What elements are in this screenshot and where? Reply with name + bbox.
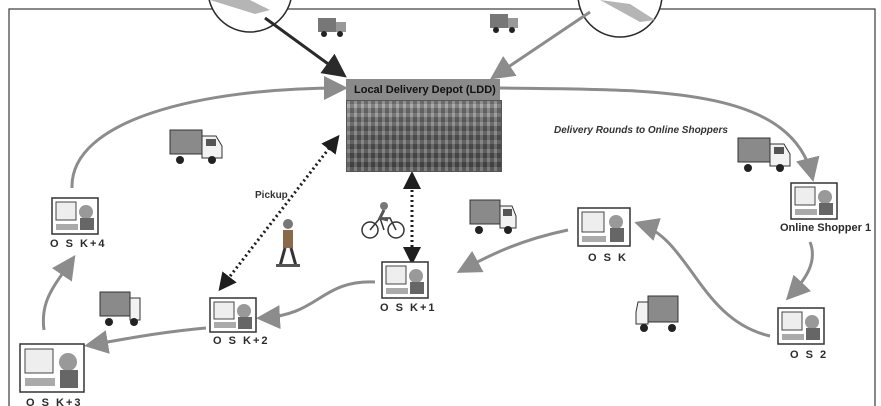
pickup-link-osk2	[218, 134, 340, 292]
delivery-truck-icon	[99, 291, 141, 326]
upstream-hub-left	[208, 0, 292, 33]
shopper-os1-label: Online Shopper 1	[780, 222, 872, 234]
pickup-label: Pickup	[255, 190, 288, 201]
frame	[8, 8, 876, 406]
computer-user-icon	[790, 182, 838, 220]
computer-user-icon	[577, 207, 631, 247]
shopper-osk2-label: O S K+2	[213, 335, 270, 347]
shopper-osk-label: O S K	[588, 252, 628, 264]
delivery-truck-icon	[169, 129, 223, 164]
shopper-os2-label: O S 2	[790, 349, 829, 361]
depot-warehouse-image	[346, 100, 502, 172]
route-osk2-to-osk3	[84, 326, 207, 354]
depot-title: Local Delivery Depot (LDD)	[346, 79, 500, 100]
delivery-truck-icon	[635, 295, 679, 332]
route-osk1-to-osk2	[256, 280, 376, 330]
truck-icon	[318, 18, 346, 37]
delivery-truck-icon	[469, 199, 517, 234]
route-os2-to-osk	[634, 218, 771, 338]
shopper-osk3-label: O S K+3	[26, 397, 83, 406]
inbound-arrow-right	[490, 10, 591, 80]
delivery-truck-icon	[737, 137, 791, 172]
route-depot-to-os1	[499, 86, 820, 182]
computer-user-icon	[19, 343, 85, 393]
route-os1-to-os2	[785, 241, 814, 301]
computer-user-icon	[777, 307, 825, 345]
walker-icon	[276, 219, 300, 267]
computer-user-icon	[51, 197, 99, 235]
route-osk-to-osk1	[456, 228, 569, 273]
route-osk4-to-depot	[70, 76, 348, 189]
shopper-osk4-label: O S K+4	[50, 238, 107, 250]
computer-user-icon	[381, 261, 429, 299]
route-osk3-to-osk4	[41, 255, 76, 331]
computer-user-icon	[209, 297, 257, 333]
shopper-osk1-label: O S K+1	[380, 302, 437, 314]
delivery-rounds-label: Delivery Rounds to Online Shoppers	[554, 125, 728, 136]
inbound-arrow-left	[264, 16, 347, 78]
truck-icon	[490, 14, 518, 33]
cyclist-icon	[361, 202, 405, 239]
upstream-hub-right	[577, 0, 663, 38]
